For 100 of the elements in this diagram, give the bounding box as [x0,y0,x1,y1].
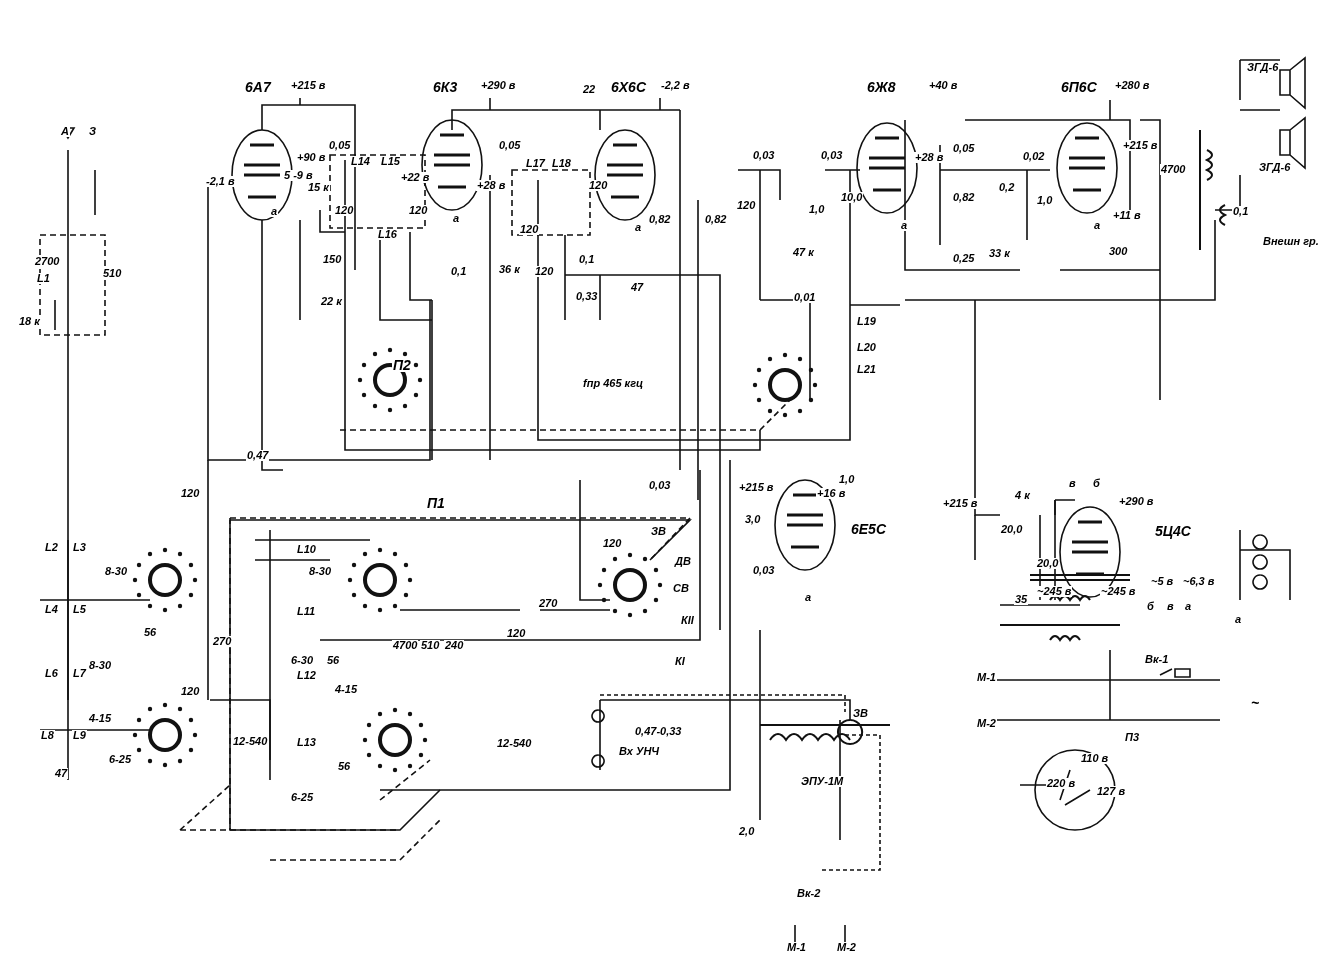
component-label: 0,82 [704,214,728,225]
component-label: 0,05 [952,143,976,154]
component-label: 510 [102,268,123,279]
component-label: L7 [72,668,87,679]
component-label: 20,0 [1000,524,1024,535]
component-label: 35 [1014,594,1029,605]
component-label: 300 [1108,246,1129,257]
component-label: 56 [326,655,341,666]
component-label: 120 [506,628,527,639]
component-label: а [1234,614,1243,625]
component-label: 0,02 [1022,151,1046,162]
component-label: 120 [588,180,609,191]
component-label: в [1166,601,1175,612]
component-label: 120 [736,200,757,211]
component-label: 110 в [1080,753,1110,764]
component-label: П3 [1124,732,1141,743]
component-label: 56 [337,761,352,772]
component-label: 0,2 [998,182,1016,193]
component-label: 12-540 [496,738,533,749]
component-label: ЭПУ-1М [800,776,845,787]
component-label: +290 в [1118,496,1155,507]
component-label: в [1068,478,1077,489]
component-label: 0,03 [752,565,776,576]
component-label: 1,0 [1036,195,1054,206]
component-label: 1,0 [838,474,856,485]
component-label: 150 [322,254,343,265]
component-label: 6-30 [290,655,315,666]
component-label: 120 [602,538,623,549]
component-label: 0,01 [793,292,817,303]
component-label: 0,82 [952,192,976,203]
component-label: 12-540 [232,736,269,747]
component-label: М-2 [976,718,997,729]
component-label: 0,05 [328,140,352,151]
component-label: 120 [534,266,555,277]
component-label: 120 [519,224,540,235]
component-label: 510 [420,640,441,651]
component-label: б [1092,478,1101,489]
component-label: L9 [72,730,87,741]
component-label: 0,1 [1232,206,1250,217]
component-label: 18 к [18,316,41,327]
component-label: 0,03 [648,480,672,491]
component-designation: 6Е5С [850,522,888,536]
component-label: 33 к [988,248,1011,259]
component-label: L14 [350,156,371,167]
component-label: L11 [296,606,317,617]
component-label: +90 в [296,152,327,163]
component-label: КII [680,615,695,626]
component-label: L17 [525,158,546,169]
component-label: ~6,3 в [1182,576,1216,587]
component-label: 6-25 [290,792,315,803]
component-label: 0,1 [450,266,468,277]
component-label: L20 [856,342,877,353]
component-label: L3 [72,542,87,553]
component-label: 4700 [392,640,419,651]
component-label: 2700 [34,256,61,267]
component-label: 127 в [1096,786,1127,797]
component-label: 56 [143,627,158,638]
component-label: +28 в [914,152,945,163]
component-label: ЗВ [650,526,667,537]
component-label: 8-30 [88,660,113,671]
component-label: 0,33 [575,291,599,302]
component-label: L4 [44,604,59,615]
component-label: L8 [40,730,55,741]
component-label: ЗГД-6 [1246,62,1280,73]
component-designation: 6Х6С [610,80,648,94]
component-label: СВ [672,583,690,594]
component-label: 47 [630,282,645,293]
component-label: L16 [377,229,398,240]
component-label: 220 в [1046,778,1077,789]
component-label: 0,47-0,33 [634,726,683,737]
component-label: 8-30 [308,566,333,577]
component-label: ~245 в [1100,586,1137,597]
component-label: 0,05 [498,140,522,151]
component-label: 47 [54,768,69,779]
component-label: 1,0 [808,204,826,215]
component-label: Внешн гр. [1262,236,1320,247]
component-label: -2,2 в [660,80,691,91]
component-label: +16 в [816,488,847,499]
component-label: L6 [44,668,59,679]
component-label: L10 [296,544,317,555]
component-label: 3,0 [744,514,762,525]
component-label: 2,0 [738,826,756,837]
component-label: 0,03 [820,150,844,161]
component-label: М-1 [976,672,997,683]
component-label: ЗВ [852,708,869,719]
component-label: -2,1 в [205,176,236,187]
component-label: 0,47 [246,450,270,461]
component-label: 0,25 [952,253,976,264]
component-label: 36 к [498,264,521,275]
component-label: L13 [296,737,317,748]
component-designation: 6Ж8 [866,80,897,94]
component-label: б [1146,601,1155,612]
component-label: 15 к [307,182,330,193]
component-label: 4-15 [334,684,359,695]
component-label: L19 [856,316,877,327]
component-label: L2 [44,542,59,553]
component-label: +290 в [480,80,517,91]
component-label: М-2 [836,942,857,953]
component-label: 120 [180,686,201,697]
component-label: ДВ [674,556,692,567]
